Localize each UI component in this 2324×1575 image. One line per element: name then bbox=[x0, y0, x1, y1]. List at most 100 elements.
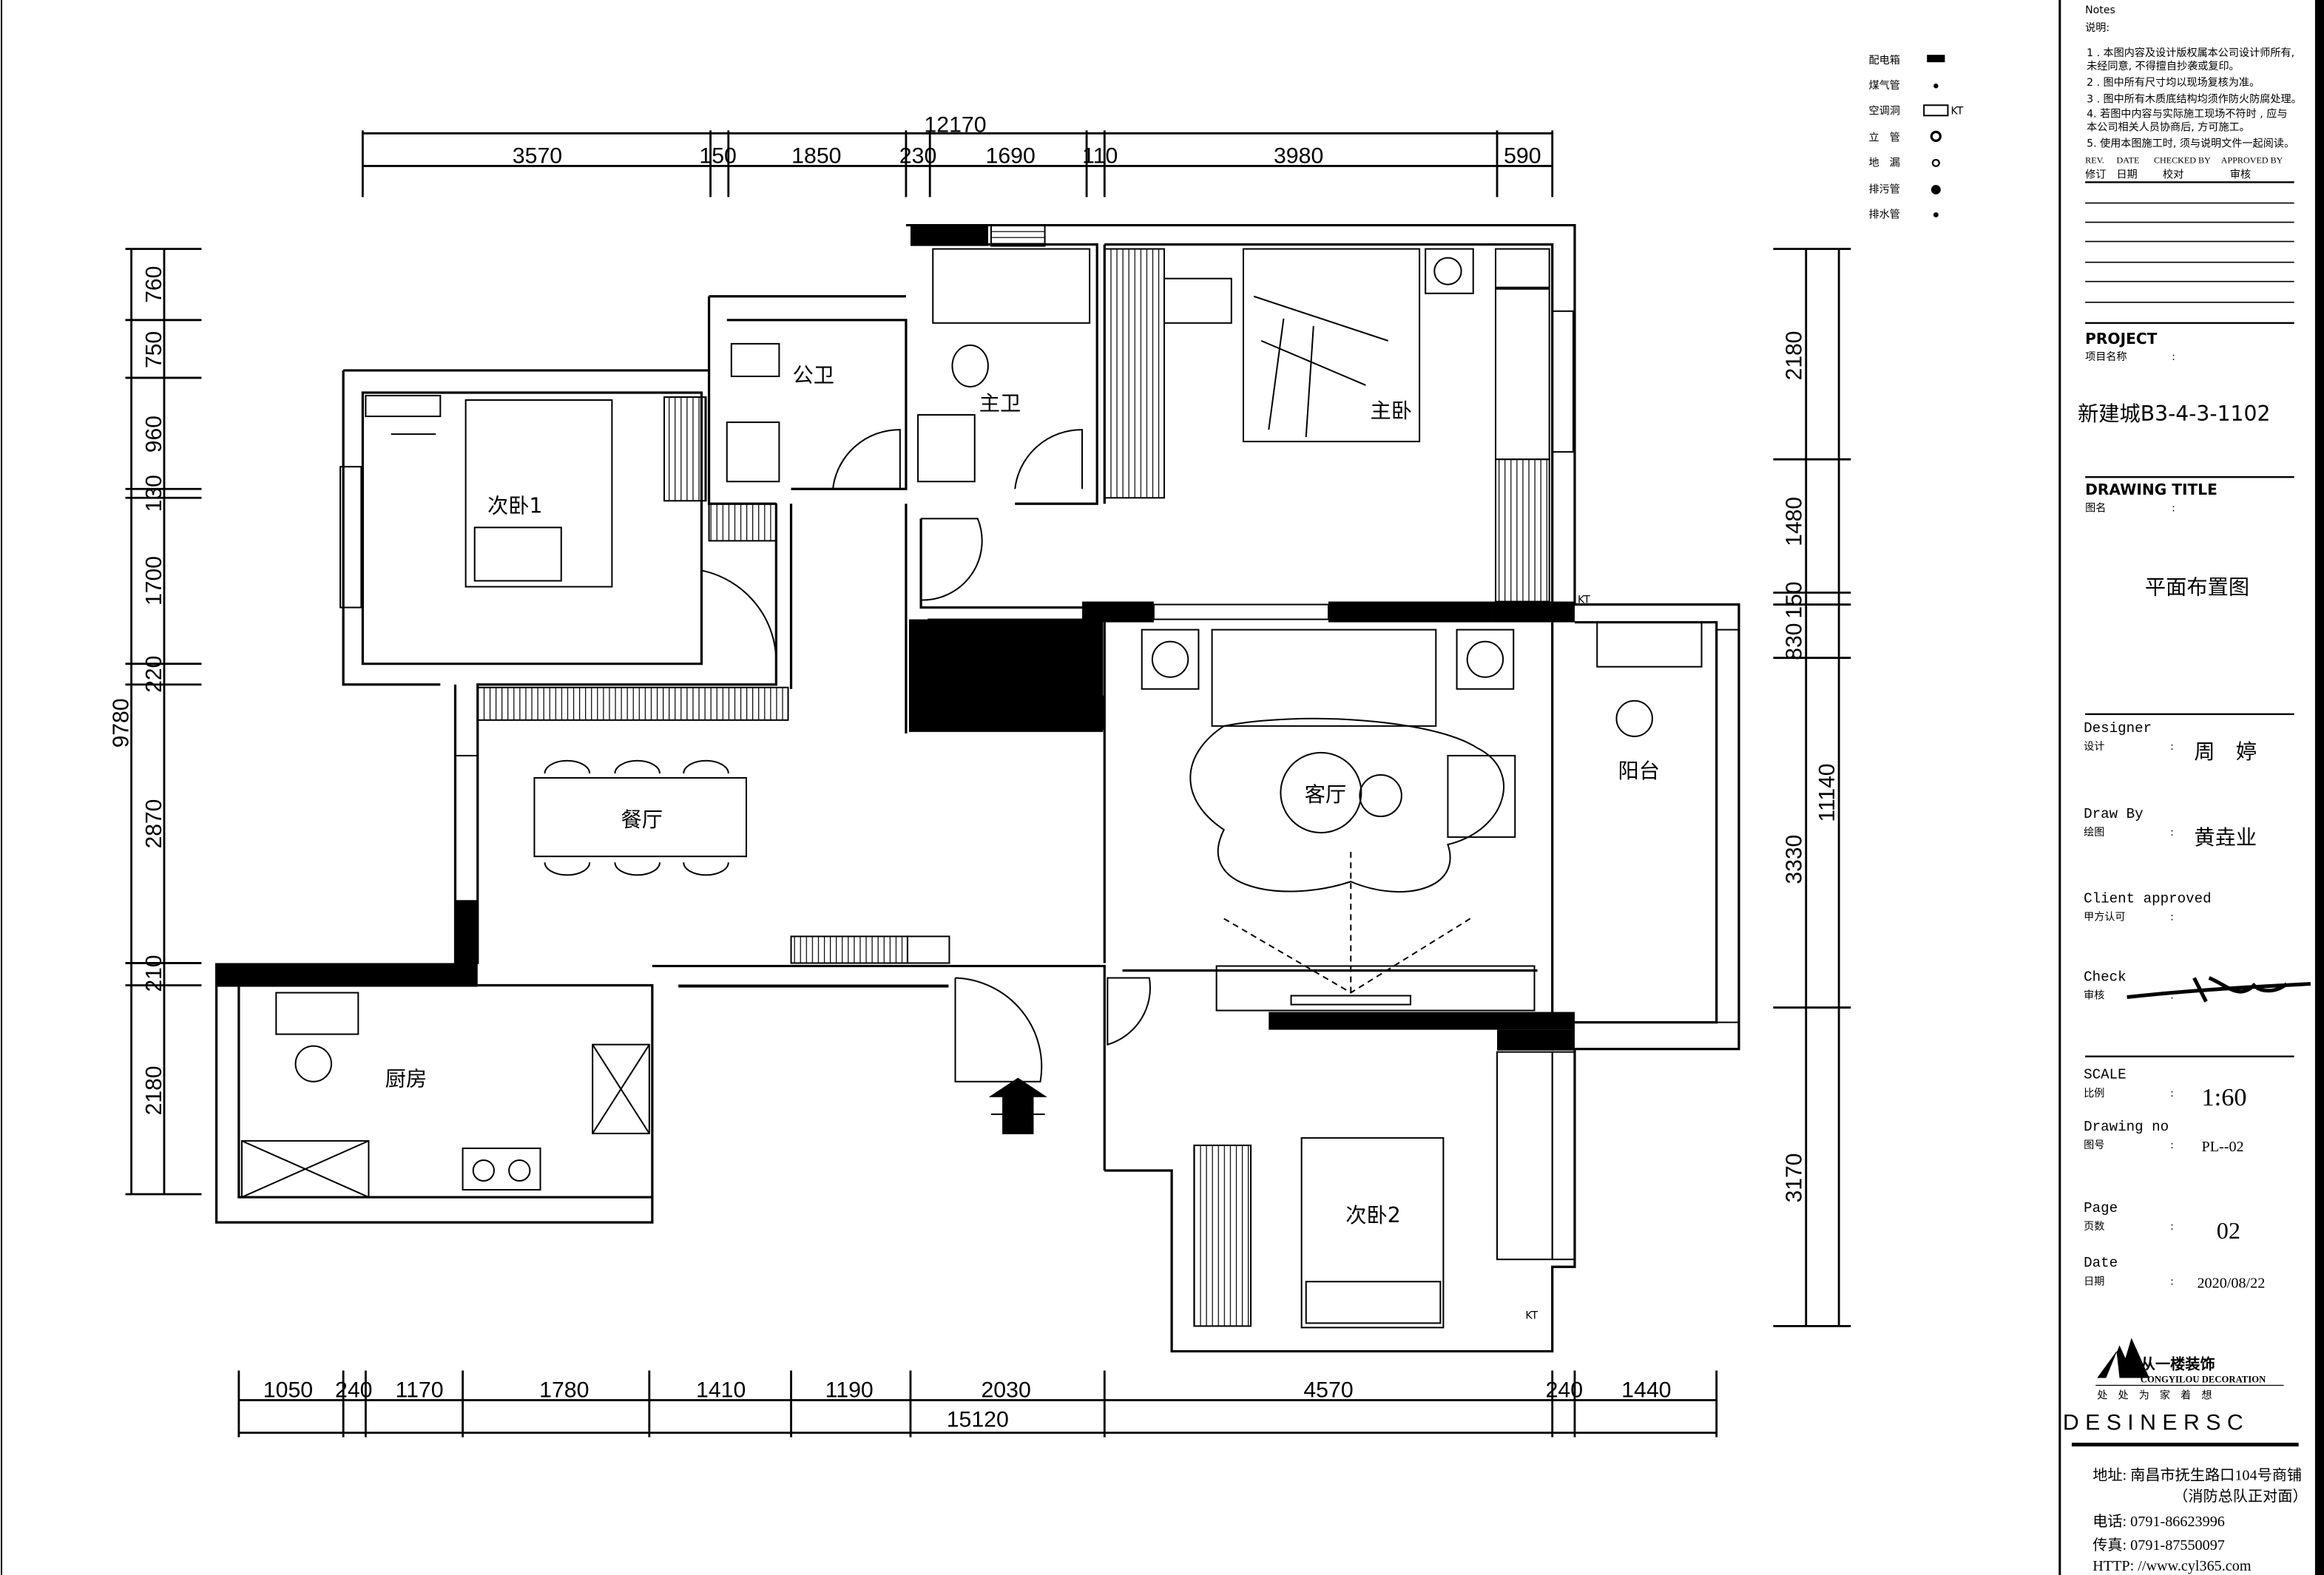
field-value-drawing-no: PL--02 bbox=[2202, 1139, 2244, 1155]
armchair bbox=[1447, 754, 1516, 839]
colon: : bbox=[2170, 911, 2174, 923]
door-bedroom1 bbox=[700, 569, 777, 664]
dining-chairs bbox=[544, 759, 729, 876]
radiator-cabinet bbox=[790, 935, 908, 964]
wall-master-bedroom bbox=[1103, 243, 1554, 605]
revision-column-header: CHECKED BY bbox=[2154, 155, 2211, 165]
field-label-drawing-no: Drawing no bbox=[2084, 1119, 2169, 1135]
drawing-title-label-cn: 图名 bbox=[2085, 502, 2106, 514]
colon: : bbox=[2170, 990, 2174, 1002]
pillow bbox=[473, 526, 562, 582]
logo-slogan: 处 处 为 家 着 想 bbox=[2097, 1389, 2212, 1402]
cabinet bbox=[1495, 248, 1550, 288]
wardrobe-master-right bbox=[1495, 288, 1550, 461]
revision-column-header: APPROVED BY bbox=[2221, 155, 2283, 165]
dimension-left-total: 9780 bbox=[109, 698, 133, 748]
field-label-cn-date: 日期 bbox=[2084, 1276, 2104, 1287]
lamp-icon bbox=[1151, 640, 1189, 678]
entrance-door bbox=[954, 977, 1043, 1083]
dimension-top-total: 12170 bbox=[924, 112, 986, 137]
revision-column-header-cn: 日期 bbox=[2117, 169, 2138, 180]
chair bbox=[544, 759, 729, 774]
entrance-arrow-icon bbox=[988, 1077, 1047, 1134]
dining-cabinet bbox=[476, 686, 789, 721]
logo-text-en: CONGYILOU DECORATION bbox=[2141, 1375, 2266, 1385]
note-item: 4. 若图中内容与实际施工现场不符时 , 应与 bbox=[2087, 107, 2287, 120]
cabinet bbox=[906, 935, 950, 964]
wall-column bbox=[910, 225, 988, 246]
field-value-page: 02 bbox=[2217, 1217, 2240, 1244]
legend-label: 配电箱 bbox=[1869, 55, 1900, 67]
cabinet bbox=[240, 1139, 370, 1199]
legend-ac-tag: KT bbox=[1951, 105, 1964, 117]
furniture bbox=[240, 248, 1703, 1329]
legend-label: 立 管 bbox=[1869, 132, 1900, 143]
dimension-label-top: 110 bbox=[1082, 144, 1118, 169]
ac-tag: KT bbox=[1525, 1310, 1538, 1321]
wash-basin bbox=[726, 421, 780, 483]
shoe-cabinet bbox=[928, 618, 1084, 677]
colon: : bbox=[2172, 351, 2175, 363]
room-label-public-bath: 公卫 bbox=[793, 363, 834, 387]
wall-dining bbox=[453, 504, 1083, 965]
dimension-label-left: 2180 bbox=[142, 1066, 166, 1115]
dimension-label-top: 590 bbox=[1504, 144, 1541, 169]
field-label-draw-by: Draw By bbox=[2084, 806, 2144, 822]
window-balcony bbox=[1715, 629, 1740, 1023]
wall-kitchen bbox=[215, 963, 1106, 1224]
dressing-table bbox=[1163, 277, 1232, 324]
wash-basin bbox=[917, 414, 976, 483]
dimension-label-right: 3170 bbox=[1783, 1154, 1807, 1203]
dimension-label-right: 2180 bbox=[1783, 331, 1807, 380]
field-label-cn-drawing-no: 图号 bbox=[2084, 1139, 2104, 1151]
legend: 配电箱 煤气管 空调洞 KT 立 管 地 漏 排污管 排水管 bbox=[1869, 55, 1964, 221]
logo-text-cn: 从一楼装饰 bbox=[2141, 1355, 2215, 1373]
dimension-label-bottom: 1190 bbox=[825, 1378, 874, 1403]
company-logo: 从一楼装饰 CONGYILOU DECORATION 处 处 为 家 着 想 bbox=[2095, 1338, 2284, 1402]
dimension-label-top: 3570 bbox=[513, 144, 562, 169]
notes-list: 1 . 本图内容及设计版权属本公司设计师所有, 未经同意, 不得擅自抄袭或复印。… bbox=[2087, 47, 2302, 149]
room-label-balcony: 阳台 bbox=[1618, 759, 1660, 783]
tv-sightline bbox=[1223, 852, 1471, 994]
distribution-box-icon bbox=[1927, 55, 1945, 63]
colon: : bbox=[2170, 827, 2174, 839]
burner-icon bbox=[508, 1159, 531, 1182]
project-name: 新建城B3-4-3-1102 bbox=[2078, 402, 2270, 426]
dimension-label-bottom: 4570 bbox=[1303, 1378, 1353, 1403]
wall-balcony bbox=[1574, 603, 1740, 1051]
room-label-bedroom2: 次卧2 bbox=[1345, 1203, 1400, 1227]
lamp-icon bbox=[1466, 640, 1504, 678]
wardrobe-bedroom1 bbox=[663, 396, 707, 502]
field-label-check: Check bbox=[2084, 969, 2126, 986]
revision-column-header-cn: 审核 bbox=[2230, 169, 2251, 180]
wardrobe-master bbox=[1104, 248, 1166, 499]
door-bedroom2 bbox=[1107, 977, 1151, 1046]
designers-banner: D E S I N E R S C bbox=[2063, 1411, 2243, 1435]
title-block: Notes 说明: 1 . 本图内容及设计版权属本公司设计师所有, 未经同意, … bbox=[2058, 0, 2324, 1575]
window-bedroom1 bbox=[340, 466, 362, 609]
project-label-cn: 项目名称 bbox=[2085, 351, 2127, 363]
wall-column bbox=[1497, 1029, 1575, 1051]
company-phone: 电话: 0791-86623996 bbox=[2092, 1513, 2225, 1530]
logo-mark-icon bbox=[2097, 1338, 2149, 1378]
colon: : bbox=[2172, 502, 2175, 514]
field-label-designer: Designer bbox=[2084, 720, 2152, 736]
dimension-label-bottom: 1440 bbox=[1621, 1378, 1671, 1403]
toilet bbox=[951, 344, 989, 387]
window-master-bath bbox=[990, 224, 1046, 247]
revision-column-header-cn: 校对 bbox=[2163, 168, 2183, 180]
bathtub bbox=[932, 248, 1091, 324]
colon: : bbox=[2170, 1139, 2174, 1151]
company-address-note: （消防总队正对面） bbox=[2173, 1488, 2307, 1505]
wardrobe-bedroom2-right bbox=[1496, 1051, 1553, 1261]
dining-table bbox=[533, 776, 748, 858]
dimension-label-top: 1690 bbox=[986, 144, 1036, 169]
door-master-bath bbox=[1014, 429, 1084, 490]
dimension-label-left: 1700 bbox=[142, 556, 166, 606]
colon: : bbox=[2170, 1221, 2174, 1233]
person-icon bbox=[1615, 700, 1653, 737]
drawing-title-label: DRAWING TITLE bbox=[2085, 481, 2217, 498]
dimension-label-left: 220 bbox=[142, 656, 166, 693]
